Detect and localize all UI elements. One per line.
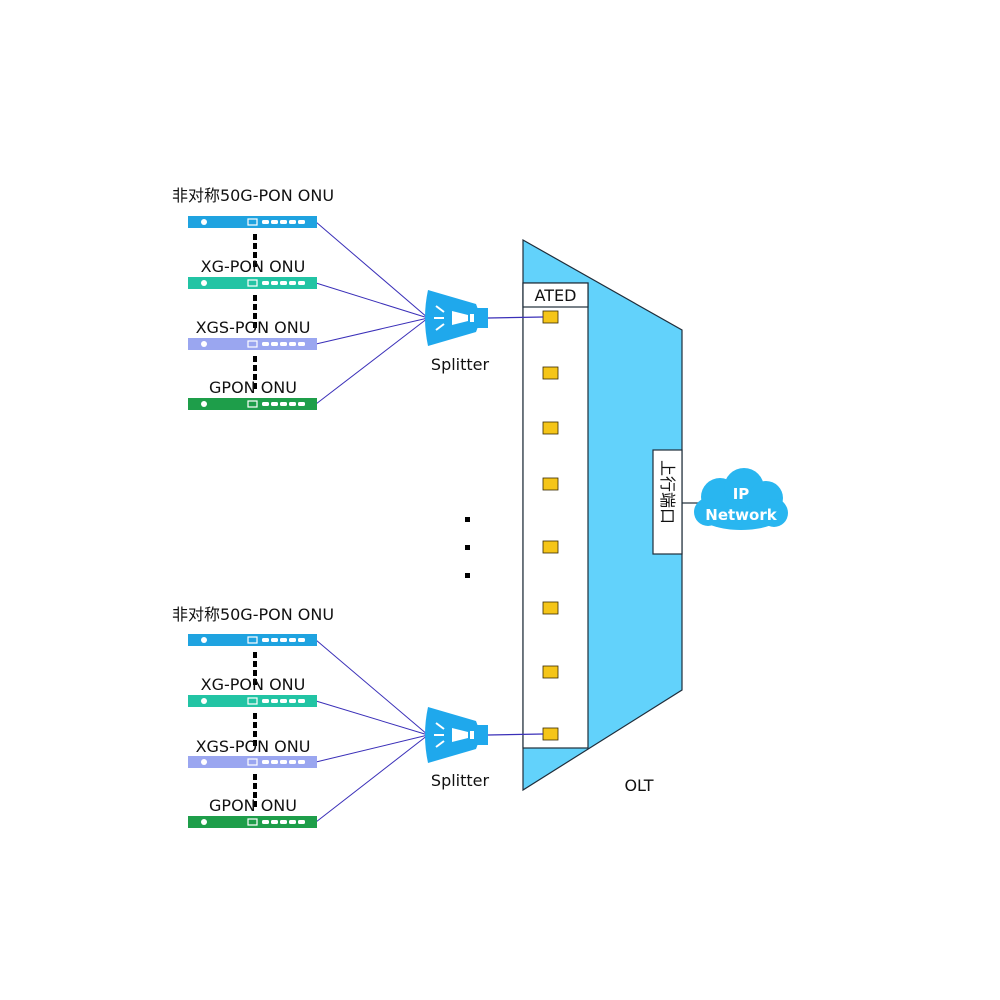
onu-label: 非对称50G-PON ONU [172,186,334,205]
onu-groups: 非对称50G-PON ONU XG-PON ONU XGS-PON ONU GPON … [172,186,544,828]
splitter-icon [425,290,488,346]
onu-ellipsis-dot [253,261,257,267]
onu-device-icon [188,816,317,828]
onu-ellipsis-dot [253,722,257,728]
ip-network-line1: IP [733,485,750,503]
onu-label: GPON ONU [209,796,297,815]
onu-label: XG-PON ONU [201,257,306,276]
onu-ellipsis-dot [253,740,257,746]
splitter-icon [425,707,488,763]
fiber-link [315,700,429,736]
uplink-port-label: 上行端口 [658,460,677,524]
onu-device-icon [188,277,317,289]
ated-label: ATED [535,286,577,305]
onu-ellipsis-dot [253,295,257,301]
fiber-link [315,282,429,319]
onu-device-icon [188,756,317,768]
olt-pon-port [542,665,559,679]
olt-label: OLT [624,776,653,795]
splitter-label: Splitter [431,771,490,790]
fiber-link [315,639,429,736]
olt-pon-port [542,601,559,615]
olt-pon-port [542,477,559,491]
onu-ellipsis-dot [253,304,257,310]
onu-ellipsis-dot [253,374,257,380]
onu-ellipsis-dot [253,383,257,389]
olt-pon-port [542,421,559,435]
onu-group: 非对称50G-PON ONU XG-PON ONU XGS-PON ONU GPON … [172,605,544,828]
splitter-label: Splitter [431,355,490,374]
olt-pon-port [542,540,559,554]
onu-label: XG-PON ONU [201,675,306,694]
olt-pon-port [542,366,559,380]
olt-ports [542,310,559,741]
onu-ellipsis-dot [253,661,257,667]
group-ellipsis-dot [465,545,470,550]
onu-device-icon [188,338,317,350]
onu-ellipsis-dot [253,731,257,737]
onu-device-icon [188,216,317,228]
onu-label: GPON ONU [209,378,297,397]
onu-ellipsis-dot [253,783,257,789]
group-ellipsis-dot [465,573,470,578]
onu-device-icon [188,695,317,707]
onu-ellipsis-dot [253,322,257,328]
onu-ellipsis-dot [253,234,257,240]
onu-ellipsis-dot [253,801,257,807]
onu-ellipsis-dot [253,713,257,719]
onu-ellipsis-dot [253,679,257,685]
onu-ellipsis-dot [253,243,257,249]
olt-pon-port [542,727,559,741]
fiber-link [315,317,429,345]
onu-ellipsis-dot [253,774,257,780]
onu-label: XGS-PON ONU [196,737,311,756]
onu-device-icon [188,398,317,410]
onu-label: 非对称50G-PON ONU [172,605,334,624]
fiber-link [315,734,429,823]
onu-ellipsis-dot [253,652,257,658]
ip-network-line2: Network [705,506,777,524]
uplink-port-box [652,449,683,555]
trunk-link [487,316,544,319]
ated-header [522,282,589,308]
onu-ellipsis-dot [253,792,257,798]
ip-network-cloud-icon [694,468,788,530]
onu-label: XGS-PON ONU [196,318,311,337]
onu-device-icon [188,634,317,646]
onu-ellipsis-dot [253,670,257,676]
onu-ellipsis-dot [253,313,257,319]
group-ellipsis-dot [465,517,470,522]
trunk-link [487,733,544,736]
fiber-link [315,317,429,405]
fiber-link [315,734,429,763]
olt-pon-port [542,310,559,324]
onu-group: 非对称50G-PON ONU XG-PON ONU XGS-PON ONU GPON … [172,186,544,410]
onu-ellipsis-dot [253,252,257,258]
onu-ellipsis-dot [253,365,257,371]
onu-ellipsis-dot [253,356,257,362]
fiber-link [315,221,429,319]
